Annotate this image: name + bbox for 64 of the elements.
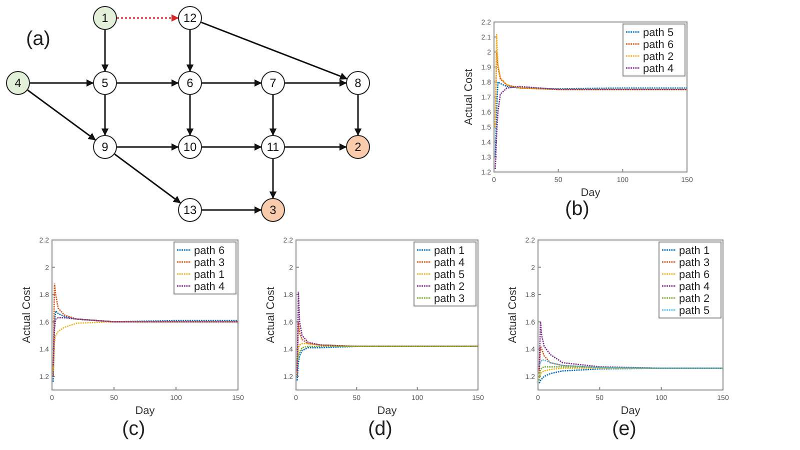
axis-title: Day	[580, 187, 600, 199]
arrow	[202, 143, 262, 151]
arrow	[117, 143, 179, 151]
legend-label: path 4	[194, 281, 225, 293]
legend-label: path 2	[679, 293, 710, 305]
node-circle: 1	[93, 6, 117, 30]
arrow	[186, 95, 194, 136]
arrow	[30, 79, 94, 87]
arrow	[114, 154, 181, 204]
arrow	[27, 90, 96, 140]
panel-label: (b)	[565, 198, 590, 221]
legend-label: path 3	[679, 257, 710, 269]
arrow	[186, 30, 194, 72]
panel-label: (e)	[612, 418, 636, 441]
arrow	[269, 159, 277, 199]
axis-title: Actual Cost	[265, 286, 277, 344]
node-circle: 5	[93, 71, 117, 95]
legend-label: path 4	[434, 257, 465, 269]
arrow	[117, 79, 179, 87]
panel-label: (d)	[368, 418, 392, 441]
legend-label: path 1	[434, 245, 465, 257]
node-circle: 6	[178, 71, 202, 95]
node-circle: 9	[93, 135, 117, 159]
arrow	[101, 95, 109, 136]
arrow	[117, 14, 179, 22]
arrow	[285, 79, 347, 87]
axis-title: Day	[620, 405, 640, 417]
legend-label: path 5	[643, 27, 674, 39]
panel-label: (c)	[122, 418, 146, 441]
arrow	[202, 79, 262, 87]
arrow	[269, 95, 277, 136]
node-circle: 4	[6, 71, 30, 95]
node-circle: 10	[178, 135, 202, 159]
arrow	[202, 206, 262, 214]
legend-label: path 1	[194, 269, 225, 281]
arrow	[354, 95, 362, 136]
node-circle: 7	[261, 71, 285, 95]
legend-label: path 5	[679, 305, 710, 317]
legend-label: path 4	[679, 281, 710, 293]
node-circle: 3	[261, 198, 285, 222]
node-circle: 2	[346, 135, 370, 159]
legend-label: path 6	[194, 245, 225, 257]
node-circle: 11	[261, 135, 285, 159]
node-circle: 13	[178, 198, 202, 222]
axis-title: Day	[377, 405, 397, 417]
node-circle: 12	[178, 6, 202, 30]
axis-title: Actual Cost	[463, 68, 475, 126]
axis-title: Day	[135, 405, 155, 417]
legend-label: path 3	[194, 257, 225, 269]
legend-label: path 1	[679, 245, 710, 257]
axis-title: Actual Cost	[507, 286, 519, 344]
legend-label: path 6	[643, 39, 674, 51]
arrow	[200, 22, 348, 80]
axis-title: Actual Cost	[21, 286, 33, 344]
legend-label: path 5	[434, 269, 465, 281]
arrow	[101, 30, 109, 72]
panel-label: (a)	[26, 28, 50, 51]
legend-label: path 4	[643, 63, 674, 75]
legend-label: path 2	[434, 281, 465, 293]
legend-label: path 3	[434, 293, 465, 305]
node-circle: 8	[346, 71, 370, 95]
arrow	[285, 143, 347, 151]
legend-label: path 6	[679, 269, 710, 281]
legend-label: path 2	[643, 51, 674, 63]
